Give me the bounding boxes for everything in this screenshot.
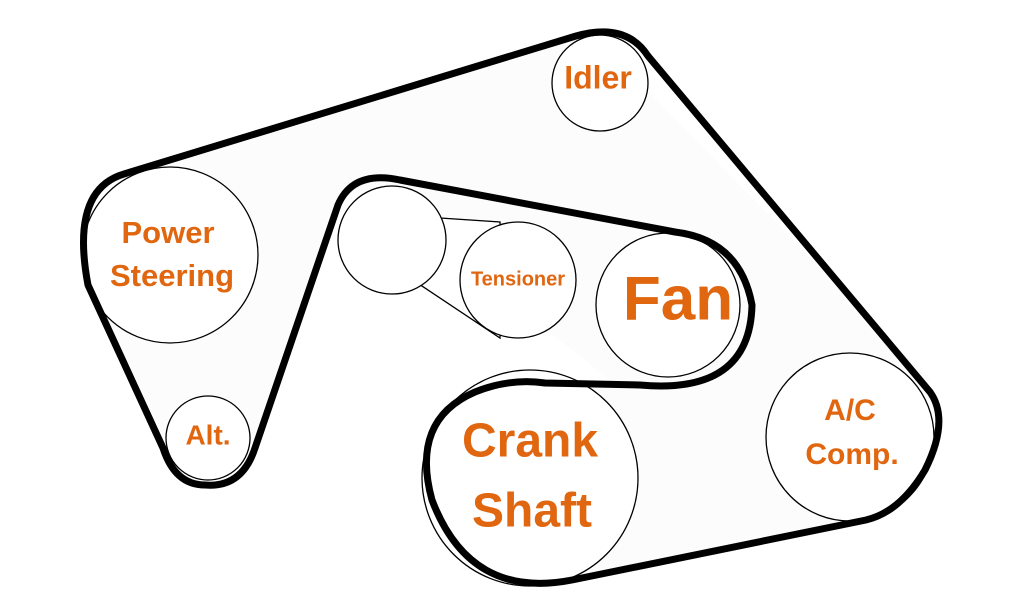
power-steering-label-line2: Steering	[110, 258, 234, 293]
power-steering-label-line1: Power	[121, 215, 214, 250]
ac-compressor-label-line2: Comp.	[805, 438, 898, 471]
tensioner-pulley	[459, 221, 577, 339]
crank-shaft-label-line2: Shaft	[472, 485, 592, 538]
idler-label: Idler	[564, 59, 632, 95]
fan-label: Fan	[623, 264, 733, 333]
belt-interior	[90, 32, 930, 590]
alternator-pulley	[165, 395, 251, 481]
ac-compressor-label-line1: A/C	[824, 394, 876, 427]
power-steering-pulley	[81, 166, 259, 344]
crank-shaft-label-line1: Crank	[462, 415, 598, 468]
alternator-label: Alt.	[185, 419, 230, 450]
serpentine-belt	[80, 28, 943, 587]
belt-idler-pulley	[337, 185, 447, 295]
tensioner-label: Tensioner	[471, 268, 565, 290]
